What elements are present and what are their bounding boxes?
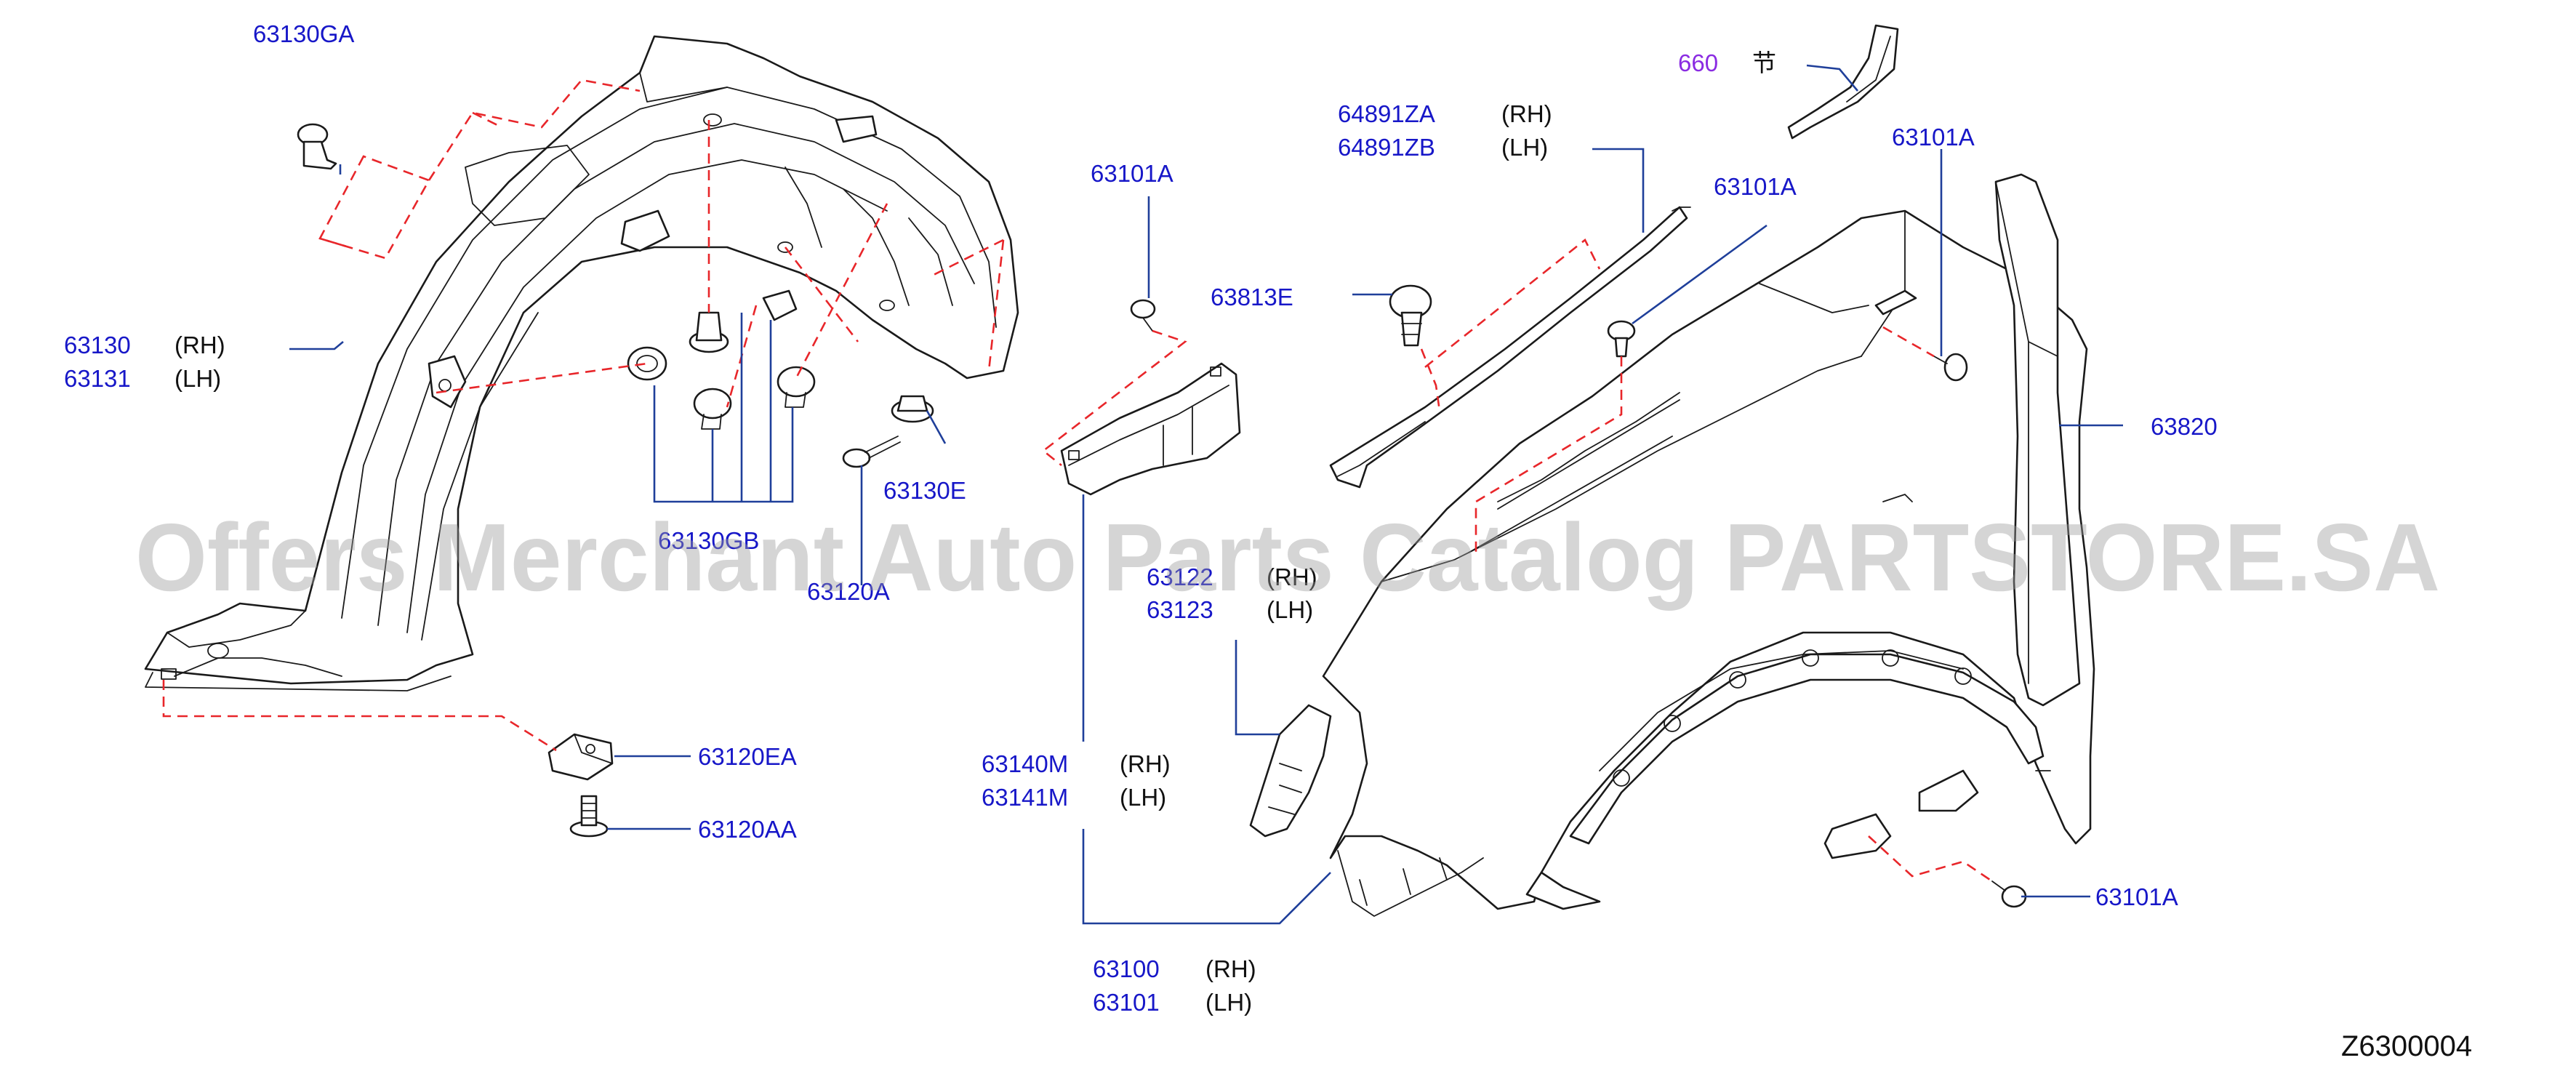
label-63813E: 63813E bbox=[1211, 284, 1293, 310]
label-63131-side: (LH) bbox=[174, 365, 221, 392]
label-63140M-side: (RH) bbox=[1120, 750, 1171, 777]
clip-mould-63101A bbox=[1607, 320, 1636, 358]
label-63131: 63131 bbox=[64, 365, 131, 392]
label-63100-side: (RH) bbox=[1205, 955, 1256, 982]
label-63122-side: (RH) bbox=[1267, 563, 1317, 590]
fender-liner bbox=[144, 35, 1019, 691]
nut-63120EA bbox=[547, 733, 614, 781]
fender-moulding bbox=[1329, 206, 1691, 489]
clip-liner-3 bbox=[762, 289, 798, 321]
part-660-trim bbox=[1787, 24, 1899, 140]
label-63101A-bracket: 63101A bbox=[1091, 160, 1173, 187]
label-63130GB: 63130GB bbox=[658, 527, 759, 554]
label-63123-side: (LH) bbox=[1267, 596, 1313, 623]
label-63120EA: 63120EA bbox=[698, 743, 797, 770]
label-660: 660 bbox=[1678, 49, 1718, 76]
clip-liner-4 bbox=[693, 388, 732, 430]
label-63101A-clip: 63101A bbox=[1714, 173, 1797, 200]
front-fender bbox=[1322, 209, 2095, 910]
label-63141M: 63141M bbox=[982, 784, 1068, 811]
screw-fender-lower bbox=[1991, 881, 2027, 908]
label-64891ZB: 64891ZB bbox=[1338, 134, 1435, 161]
clip-63130GA bbox=[297, 123, 337, 170]
label-63101A-bottom: 63101A bbox=[2095, 883, 2178, 910]
label-63101A-top: 63101A bbox=[1892, 124, 1975, 151]
screw-fender-upper bbox=[1933, 353, 1968, 382]
label-64891ZA-side: (RH) bbox=[1501, 100, 1552, 127]
label-63122: 63122 bbox=[1147, 563, 1213, 590]
leader-lines bbox=[289, 64, 2123, 925]
fender-bracket bbox=[1060, 362, 1241, 496]
screw-bracket-63101A bbox=[1130, 299, 1156, 332]
seal-63140M bbox=[1249, 704, 1332, 838]
clip-liner-2 bbox=[689, 311, 729, 353]
label-63101-side: (LH) bbox=[1205, 989, 1252, 1016]
screw-63120AA bbox=[569, 795, 609, 838]
label-63130-side: (RH) bbox=[174, 332, 225, 358]
label-63141M-side: (LH) bbox=[1120, 784, 1166, 811]
clip-63813E bbox=[1389, 284, 1432, 347]
label-63120AA: 63120AA bbox=[698, 816, 797, 843]
label-63820: 63820 bbox=[2151, 413, 2218, 440]
label-63123: 63123 bbox=[1147, 596, 1213, 623]
label-63130: 63130 bbox=[64, 332, 131, 358]
clip-liner-5 bbox=[777, 366, 816, 408]
fender-rear-bracket bbox=[1823, 769, 1979, 859]
label-63100: 63100 bbox=[1093, 955, 1160, 982]
seal-63820 bbox=[1994, 173, 2081, 707]
label-63140M: 63140M bbox=[982, 750, 1068, 777]
label-64891ZB-side: (LH) bbox=[1501, 134, 1548, 161]
label-63130E: 63130E bbox=[883, 477, 966, 504]
label-63130GA: 63130GA bbox=[253, 20, 354, 47]
label-660-symbol: 节 bbox=[1752, 49, 1776, 77]
fender-lower-ribs bbox=[1337, 850, 1484, 917]
label-64891ZA: 64891ZA bbox=[1338, 100, 1435, 127]
diagram-code: Z6300004 bbox=[2341, 1030, 2472, 1062]
label-63120A: 63120A bbox=[807, 578, 890, 605]
label-63101: 63101 bbox=[1093, 989, 1160, 1016]
screw-63120A bbox=[842, 436, 901, 468]
clip-liner-1 bbox=[627, 346, 667, 381]
clip-63130E bbox=[891, 395, 934, 423]
wheel-arch-flange bbox=[1569, 649, 2045, 845]
watermark: Offers Merchant Auto Parts Catalog PARTS… bbox=[135, 504, 2440, 611]
assembly-guides bbox=[162, 79, 1993, 883]
labels: 63130GA 63130 (RH) 63131 (LH) 63130GB 63… bbox=[64, 20, 2472, 1062]
